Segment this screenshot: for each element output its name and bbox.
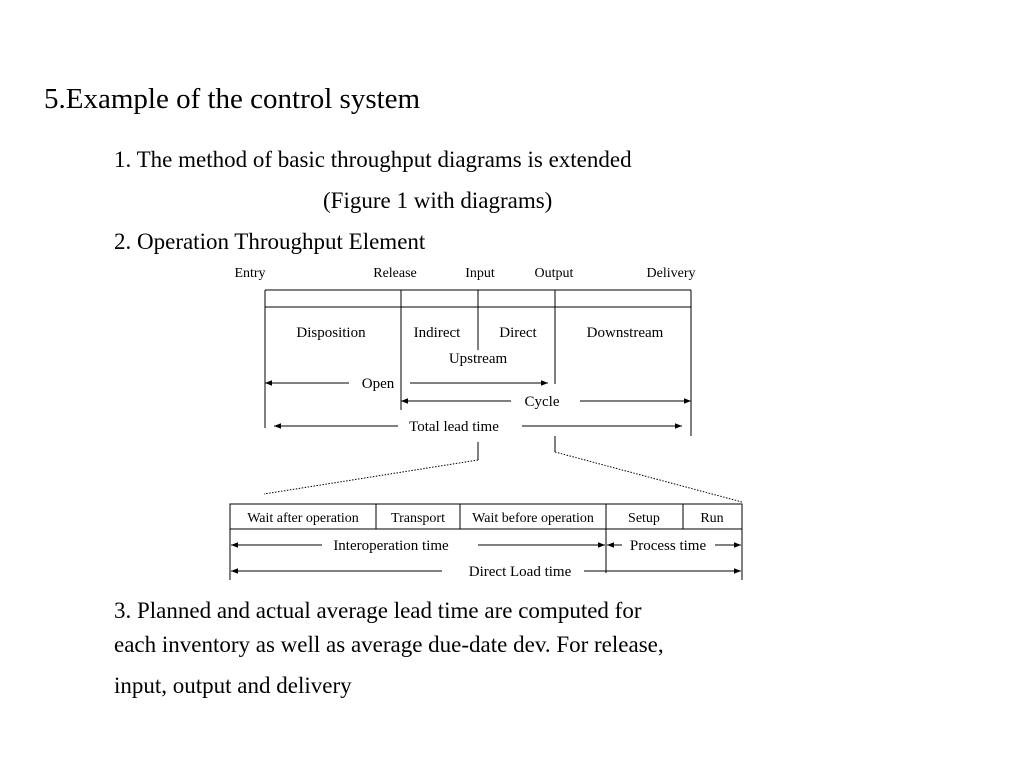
slide-title: 5.Example of the control system — [44, 83, 421, 115]
lower-span-arrows — [231, 542, 741, 574]
point-1: 1. The method of basic throughput diagra… — [114, 147, 632, 172]
upper-span-arrows — [265, 380, 691, 429]
cell-wait-before-operation: Wait before operation — [472, 511, 594, 526]
label-disposition: Disposition — [296, 325, 366, 341]
lower-span-labels: Interoperation time Process time Direct … — [333, 538, 706, 580]
label-indirect: Indirect — [414, 325, 461, 341]
label-interoperation-time: Interoperation time — [333, 538, 449, 554]
cell-wait-after-operation: Wait after operation — [247, 511, 359, 526]
upper-block — [264, 289, 692, 460]
upper-span-labels: Open Cycle Total lead time — [362, 376, 560, 435]
label-output: Output — [535, 266, 574, 281]
label-total-lead-time: Total lead time — [409, 419, 499, 435]
point-3-line-2: each inventory as well as average due-da… — [114, 632, 664, 657]
cell-setup: Setup — [628, 511, 660, 526]
label-entry: Entry — [234, 266, 265, 281]
milestone-labels: Entry Release Input Output Delivery — [234, 266, 695, 281]
phase-labels: Disposition Indirect Direct Downstream U… — [296, 325, 663, 367]
label-direct: Direct — [499, 325, 537, 341]
label-open: Open — [362, 376, 395, 392]
cell-run: Run — [700, 511, 723, 526]
label-delivery: Delivery — [647, 266, 696, 281]
point-2: 2. Operation Throughput Element — [114, 229, 426, 254]
point-1-subtext: (Figure 1 with diagrams) — [323, 188, 553, 213]
zoom-line-right — [554, 451, 743, 503]
operation-table — [229, 503, 743, 580]
zoom-line-left — [263, 459, 479, 495]
label-cycle: Cycle — [525, 394, 560, 410]
cell-transport: Transport — [391, 511, 445, 526]
label-downstream: Downstream — [587, 325, 664, 341]
label-input: Input — [465, 266, 495, 281]
point-3-line-3: input, output and delivery — [114, 673, 352, 698]
point-3-line-1: 3. Planned and actual average lead time … — [114, 598, 642, 623]
label-process-time: Process time — [630, 538, 707, 554]
operation-cells: Wait after operation Transport Wait befo… — [247, 511, 723, 526]
label-direct-load-time: Direct Load time — [469, 564, 572, 580]
label-upstream: Upstream — [449, 351, 508, 367]
zoom-lines — [263, 451, 743, 503]
label-release: Release — [373, 266, 417, 281]
operation-table-frame — [229, 503, 743, 530]
